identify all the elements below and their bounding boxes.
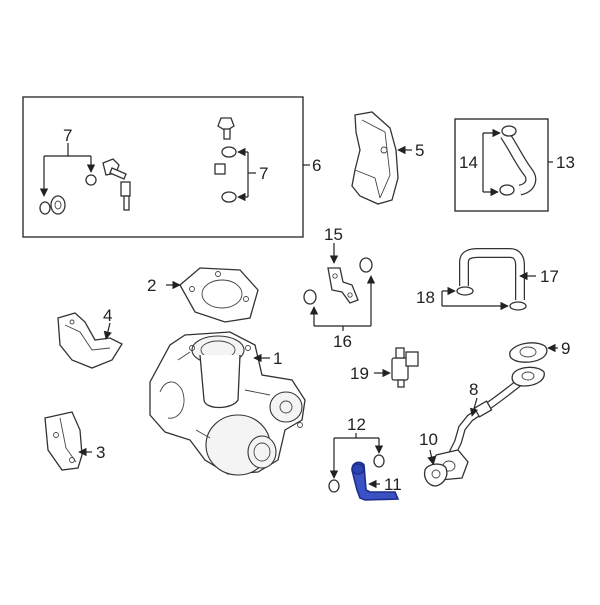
callout-7-left-leader: [39, 143, 96, 197]
callout-7a: 7: [63, 126, 72, 145]
washer-part[interactable]: [328, 479, 340, 493]
washer-part[interactable]: [359, 257, 373, 273]
callout-19: 19: [350, 364, 369, 383]
bolt-part[interactable]: [102, 158, 127, 180]
callout-9: 9: [561, 339, 570, 358]
washer-part[interactable]: [373, 454, 385, 468]
callout-16-leader: [309, 275, 376, 331]
callout-3: 3: [96, 443, 105, 462]
callout-4: 4: [103, 306, 112, 325]
washer-part[interactable]: [85, 174, 97, 186]
callout-1: 1: [273, 349, 282, 368]
callout-2: 2: [147, 276, 156, 295]
turbo-bracket-part[interactable]: [44, 411, 83, 471]
callout-12-leader: [329, 433, 384, 479]
callout-5: 5: [415, 141, 424, 160]
callout-14: 14: [459, 153, 478, 172]
washer-part[interactable]: [39, 201, 51, 215]
turbo-heat-shield-part[interactable]: [57, 312, 123, 369]
callout-13: 13: [556, 153, 575, 172]
callout-17: 17: [540, 267, 559, 286]
oil-feed-line-part[interactable]: [50, 163, 226, 222]
bracket-part[interactable]: [327, 267, 359, 304]
callout-7-right-leader: [237, 147, 256, 202]
callout-14-leader: [482, 128, 501, 197]
washer-part[interactable]: [221, 146, 237, 158]
callout-12: 12: [347, 415, 366, 434]
callout-15: 15: [324, 225, 343, 244]
callout-11: 11: [384, 475, 402, 494]
callout-6: 6: [312, 156, 321, 175]
turbocharger-part[interactable]: [149, 331, 306, 476]
oil-return-pipe-part[interactable]: [431, 366, 545, 481]
group-box-13: [454, 118, 549, 212]
washer-part[interactable]: [221, 191, 237, 203]
callout-18-leader: [441, 286, 509, 311]
bolt-part[interactable]: [217, 117, 235, 140]
boost-solenoid-part[interactable]: [391, 347, 419, 388]
callout-7b: 7: [259, 164, 268, 183]
callout-18: 18: [416, 288, 435, 307]
group-box-6: [22, 96, 304, 238]
vacuum-hose-part[interactable]: [499, 125, 537, 196]
callout-10: 10: [419, 430, 438, 449]
turbo-gasket-part[interactable]: [179, 267, 259, 323]
gasket-part[interactable]: [423, 463, 448, 487]
gasket-part[interactable]: [509, 342, 548, 363]
coolant-hose-part[interactable]: [456, 248, 527, 311]
heat-shield-part[interactable]: [351, 111, 399, 205]
callout-16: 16: [333, 332, 352, 351]
washer-part[interactable]: [303, 289, 317, 305]
highlighted-hose-part-11[interactable]: [351, 461, 400, 501]
callout-8: 8: [469, 380, 478, 399]
